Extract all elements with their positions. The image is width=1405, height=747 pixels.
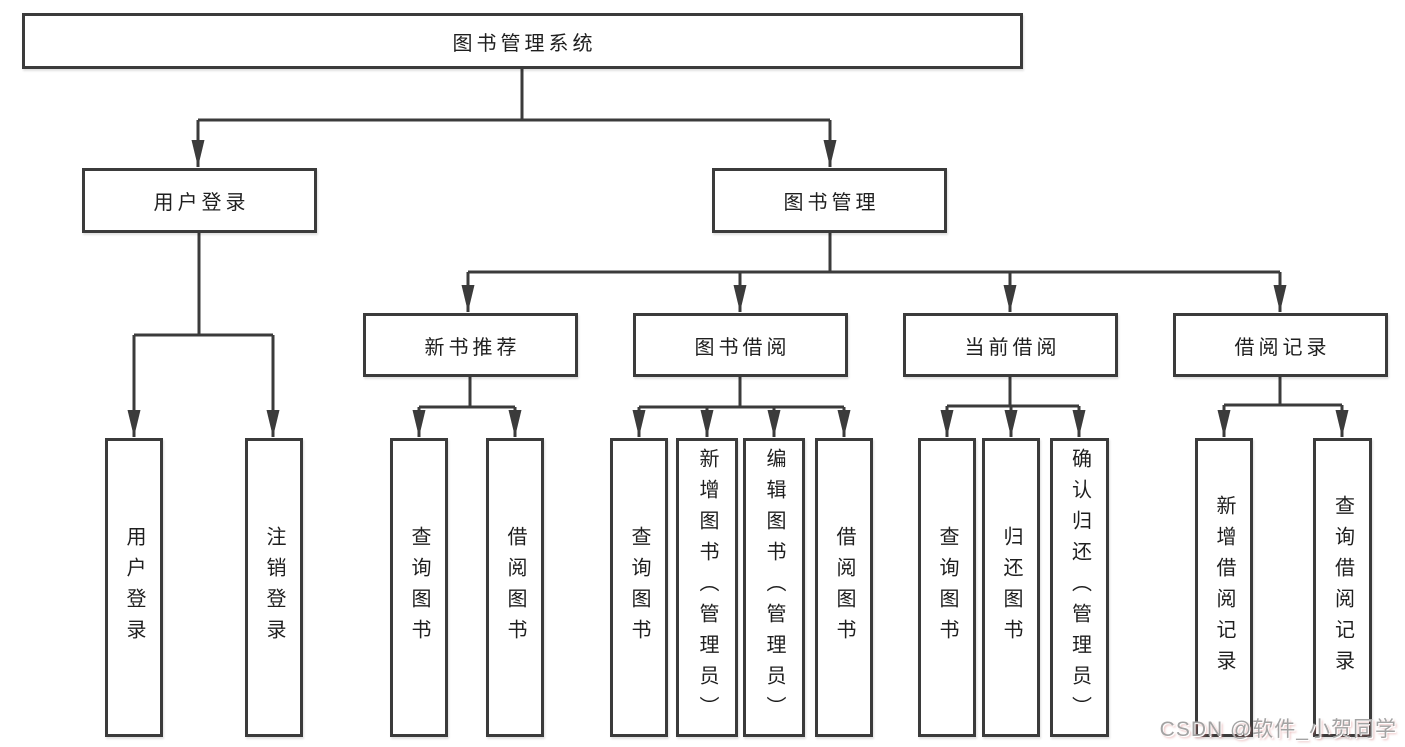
node-library-system: 图书管理系统 (22, 13, 1023, 69)
leaf-borrow-books-recommend: 借阅图书 (486, 438, 544, 737)
leaf-return-books: 归还图书 (982, 438, 1040, 737)
node-book-management: 图书管理 (712, 168, 947, 233)
leaf-query-books-recommend: 查询图书 (390, 438, 448, 737)
node-book-borrowing: 图书借阅 (633, 313, 848, 377)
node-current-borrowing: 当前借阅 (903, 313, 1118, 377)
leaf-borrow-books-borrowing: 借阅图书 (815, 438, 873, 737)
leaf-query-books-current: 查询图书 (918, 438, 976, 737)
leaf-add-borrow-record: 新增借阅记录 (1195, 438, 1253, 737)
leaf-edit-book-admin: 编辑图书（管理员） (743, 438, 805, 737)
leaf-user-login: 用户登录 (105, 438, 163, 737)
leaf-add-book-admin: 新增图书（管理员） (676, 438, 738, 737)
leaf-query-books-borrowing: 查询图书 (610, 438, 668, 737)
leaf-logout: 注销登录 (245, 438, 303, 737)
node-new-book-recommend: 新书推荐 (363, 313, 578, 377)
node-borrowing-records: 借阅记录 (1173, 313, 1388, 377)
leaf-confirm-return-admin: 确认归还（管理员） (1050, 438, 1109, 737)
node-user-login: 用户登录 (82, 168, 317, 233)
leaf-query-borrow-record: 查询借阅记录 (1313, 438, 1372, 737)
